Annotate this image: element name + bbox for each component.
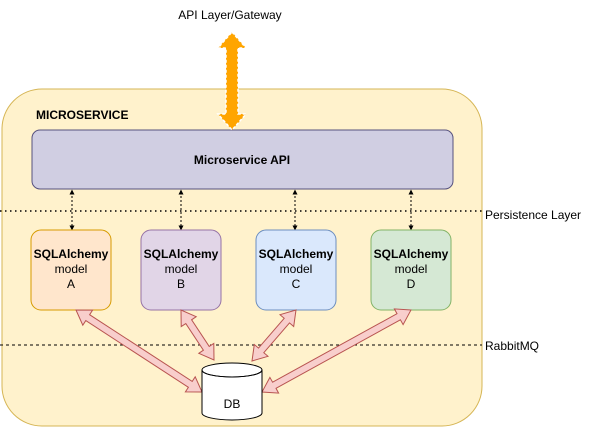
db-arrow-model-b (180, 309, 215, 361)
db-arrow-model-c (251, 309, 297, 362)
api-label: Microservice API (194, 153, 290, 167)
model-b-box: SQLAlchemy model B (140, 229, 222, 311)
container-label: MICROSERVICE (36, 108, 128, 122)
model-a-line3: A (67, 277, 75, 291)
db-body (201, 370, 263, 421)
db-arrows (75, 308, 412, 394)
model-b-line1: SQLAlchemy (144, 247, 219, 261)
model-d-line1: SQLAlchemy (374, 247, 449, 261)
model-b-line3: B (177, 277, 185, 291)
model-c-line3: C (292, 277, 301, 291)
model-c-box: SQLAlchemy model C (255, 229, 337, 311)
model-d-line2: model (395, 262, 428, 276)
model-d-box: SQLAlchemy model D (370, 229, 452, 311)
microservice-api-box (31, 129, 454, 190)
persistence-layer-label: Persistence Layer (485, 208, 581, 222)
db-label: DB (224, 397, 241, 411)
model-b-line2: model (165, 262, 198, 276)
model-a-line1: SQLAlchemy (34, 247, 109, 261)
model-d-line3: D (407, 277, 416, 291)
model-c-line2: model (280, 262, 313, 276)
gateway-double-arrow (216, 30, 248, 132)
gateway-label: API Layer/Gateway (178, 8, 281, 22)
model-a-rect (30, 229, 112, 311)
db-top-rim (201, 369, 263, 378)
model-c-line1: SQLAlchemy (259, 247, 334, 261)
db-cylinder: DB (201, 362, 263, 421)
rabbitmq-label: RabbitMQ (485, 339, 539, 353)
model-a-line2: model (55, 262, 88, 276)
model-a-box: SQLAlchemy model A (30, 229, 112, 311)
